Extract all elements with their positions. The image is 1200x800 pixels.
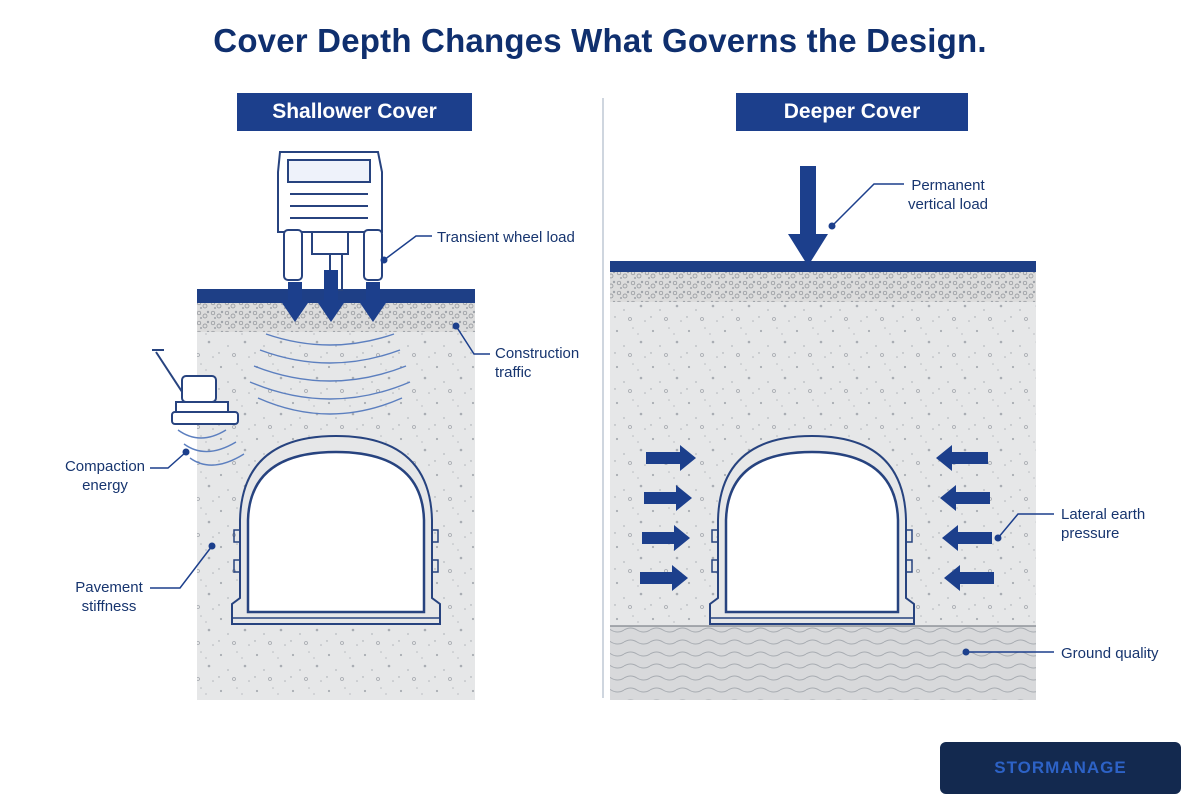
lateral-pressure-arrows [640,445,994,591]
panel-label-deep: Deeper Cover [736,93,968,131]
callout-transient-wheel-load: Transient wheel load [437,229,575,246]
callout-construction-traffic: Construction traffic [495,345,580,381]
panel-divider [602,98,604,698]
culvert-deep [709,434,915,625]
panel-label-shallow: Shallower Cover [237,93,472,131]
callout-lateral-earth-pressure: Lateral earth pressure [1061,506,1146,542]
callout-permanent-vertical-load: Permanent vertical load [907,177,989,213]
shallow-panel-section [150,151,490,700]
culvert-shallow [231,434,441,625]
brand-badge: STORMANAGE [940,742,1181,794]
vehicle-icon [277,151,383,291]
callout-pavement-stiffness: Pavement stiffness [75,579,143,615]
deep-panel-section [610,166,1054,700]
callout-ground-quality: Ground quality [1061,645,1159,662]
callout-compaction-energy: Compaction energy [64,458,146,494]
compactor-icon [152,349,239,425]
diagram-title: Cover Depth Changes What Governs the Des… [213,22,987,59]
wheel-load-arrows [280,270,388,322]
vertical-load-arrow [788,166,828,266]
